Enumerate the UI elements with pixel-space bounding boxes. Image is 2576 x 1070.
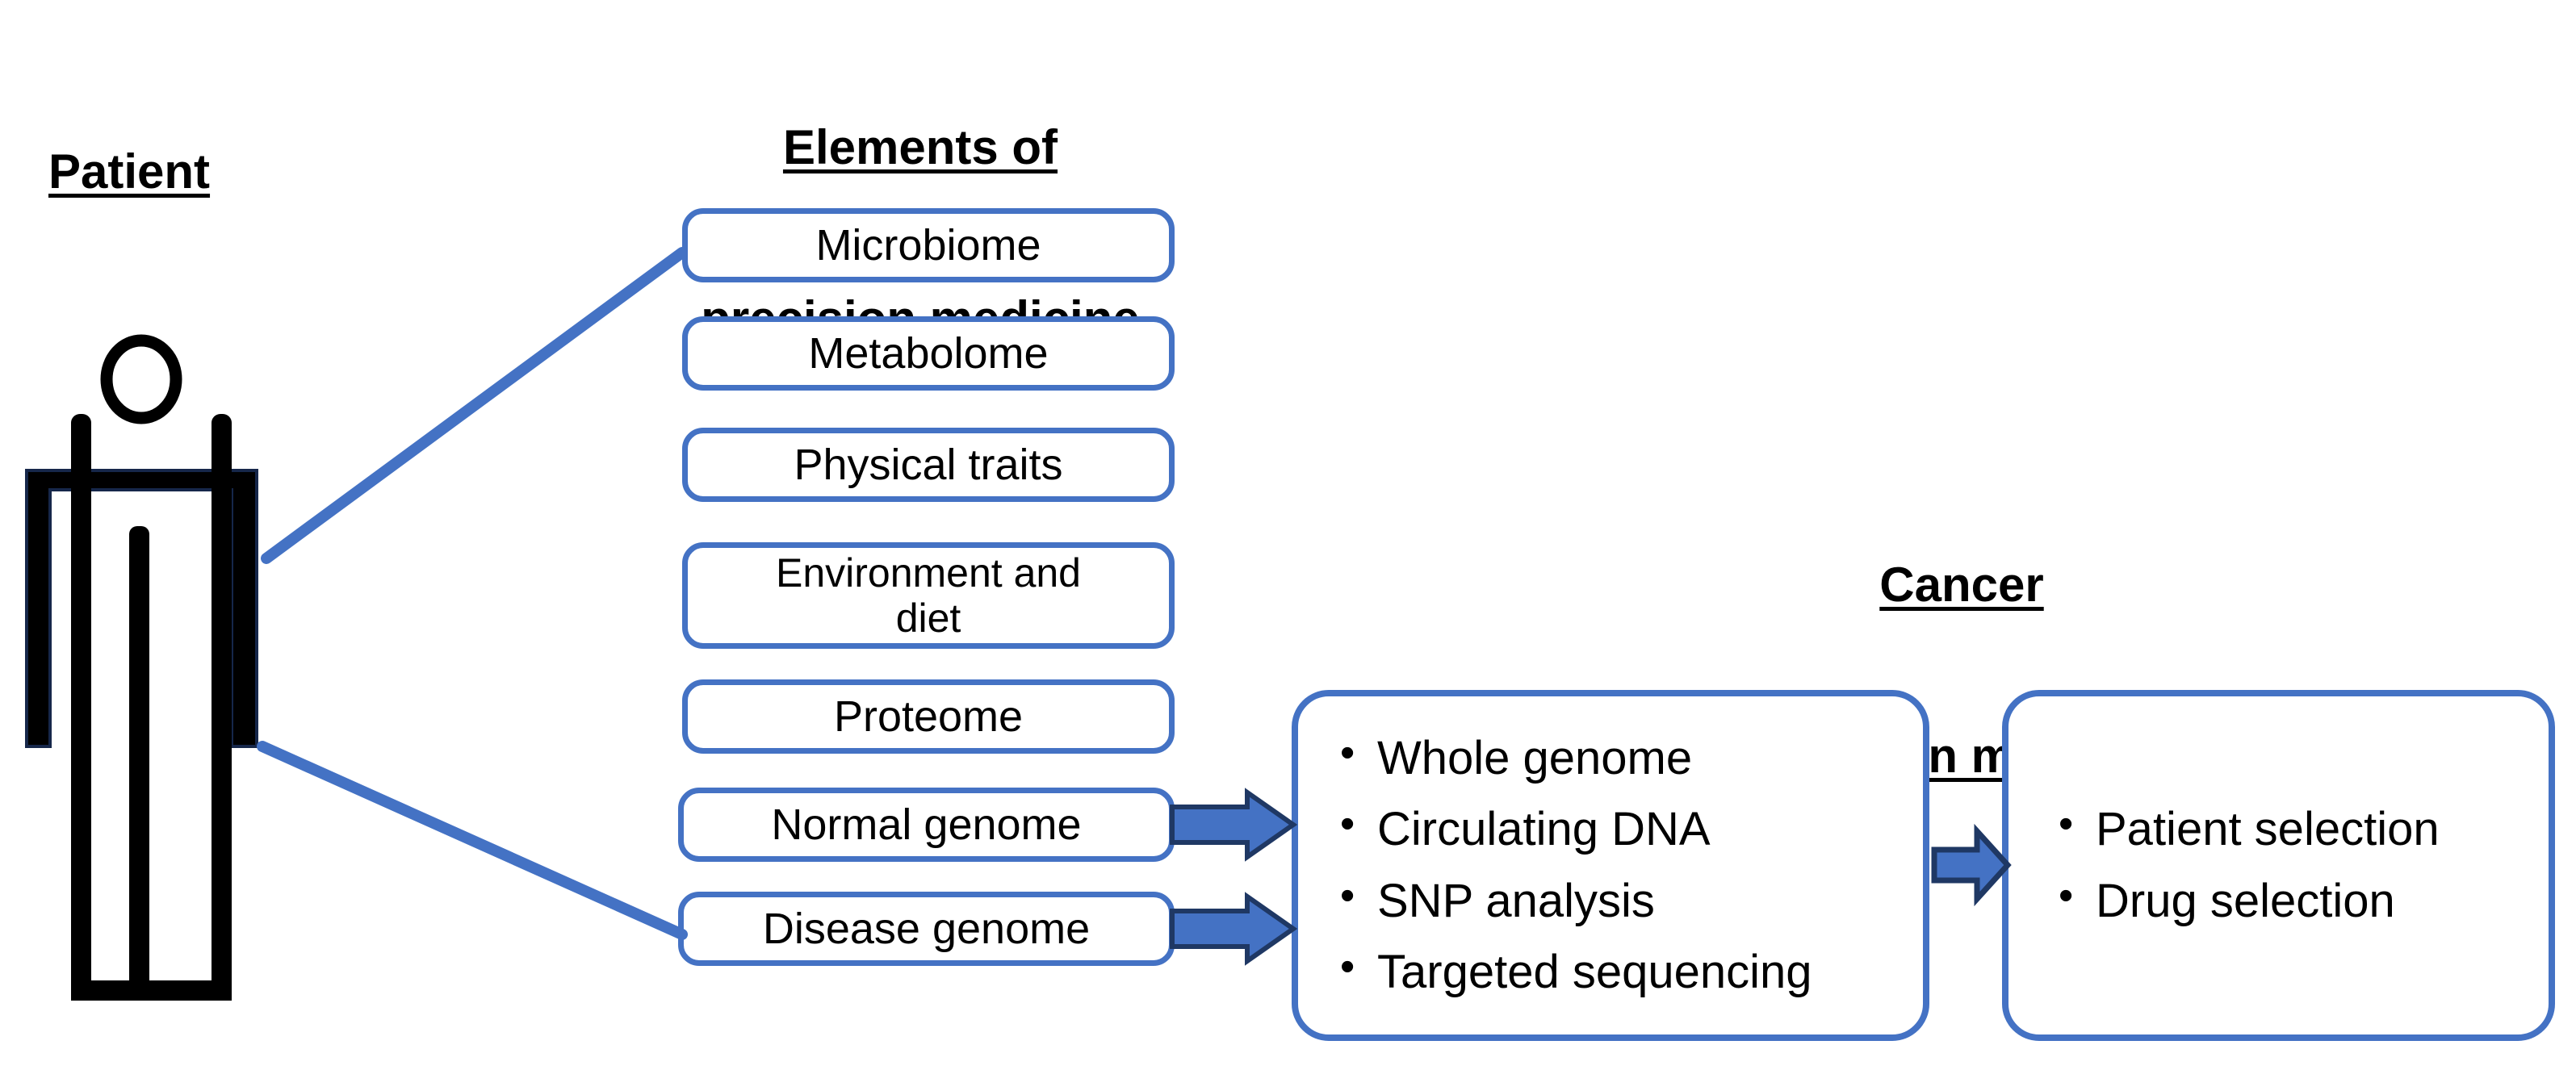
clinical-outcome-box[interactable]: Patient selection Drug selection <box>2002 690 2555 1041</box>
connector-patient-to-microbiome <box>261 247 688 564</box>
element-box-metabolome[interactable]: Metabolome <box>682 316 1175 391</box>
figure-left-leg-icon <box>71 414 91 1001</box>
element-box-normal-genome[interactable]: Normal genome <box>678 788 1175 862</box>
list-item: Drug selection <box>2054 863 2549 937</box>
figure-right-leg-icon <box>212 414 232 1001</box>
connector-patient-to-disease-genome <box>257 741 688 940</box>
element-box-microbiome[interactable]: Microbiome <box>682 208 1175 282</box>
list-item: Patient selection <box>2054 792 2549 865</box>
element-box-label: Normal genome <box>771 800 1082 849</box>
element-box-label: Disease genome <box>762 904 1091 953</box>
element-box-environment-and-diet[interactable]: Environment and diet <box>682 542 1175 649</box>
list-item: Whole genome <box>1335 721 1923 794</box>
figure-inner-leg-divider-icon <box>129 526 149 1001</box>
cancer-heading-line1: Cancer <box>1879 557 2044 612</box>
clinical-outcome-list: Patient selection Drug selection <box>2008 792 2549 937</box>
arrow-disease-genome-to-analysis <box>1170 892 1298 966</box>
list-item: SNP analysis <box>1335 863 1923 937</box>
element-box-label: Microbiome <box>815 220 1041 270</box>
list-item: Circulating DNA <box>1335 792 1923 865</box>
element-box-label: Metabolome <box>808 328 1049 378</box>
element-box-label: Physical traits <box>794 440 1063 489</box>
list-item: Targeted sequencing <box>1335 935 1923 1008</box>
figure-shoulders-and-arms-icon <box>25 469 258 748</box>
element-box-label: Environment and <box>775 550 1081 596</box>
element-box-label: Proteome <box>833 692 1024 741</box>
patient-heading-line1: Patient <box>48 144 211 199</box>
element-box-disease-genome[interactable]: Disease genome <box>678 892 1175 966</box>
patient-section-heading: Patient <box>48 29 210 315</box>
element-box-proteome[interactable]: Proteome <box>682 679 1175 754</box>
analysis-methods-box[interactable]: Whole genome Circulating DNA SNP analysi… <box>1292 690 1929 1041</box>
figure-head-icon <box>100 334 182 424</box>
element-box-label-line2: diet <box>895 596 961 641</box>
arrow-normal-genome-to-analysis <box>1170 788 1298 862</box>
analysis-methods-list: Whole genome Circulating DNA SNP analysi… <box>1298 721 1923 1008</box>
patient-stick-figure <box>25 334 258 1001</box>
figure-base-icon <box>71 980 232 1001</box>
element-box-physical-traits[interactable]: Physical traits <box>682 428 1175 502</box>
elements-heading-line1: Elements of <box>782 119 1058 174</box>
